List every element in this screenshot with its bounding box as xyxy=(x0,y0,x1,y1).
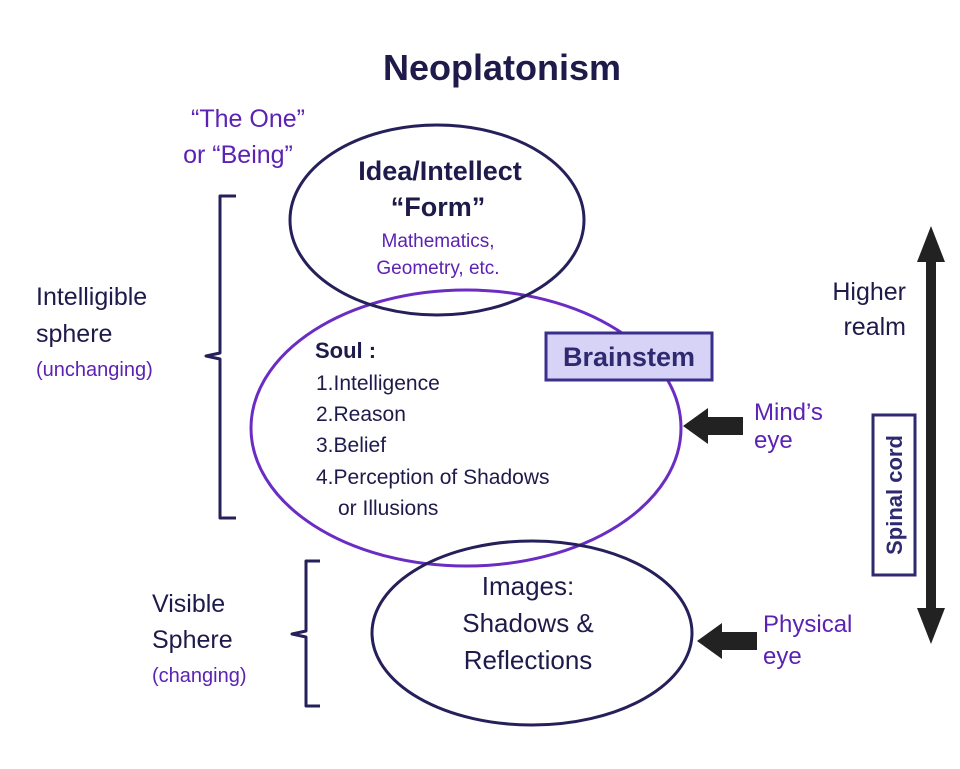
brainstem-label: Brainstem xyxy=(563,342,695,372)
minds-eye-line1: Mind’s xyxy=(754,399,823,426)
images-ellipse xyxy=(370,539,694,727)
images-heading: Images: xyxy=(482,571,575,601)
spinal-cord-label: Spinal cord xyxy=(882,435,907,555)
visible-label-line3: (changing) xyxy=(152,665,247,687)
higher-realm-line2: realm xyxy=(843,313,906,341)
form-heading: “Form” xyxy=(391,192,486,222)
minds-eye-line2: eye xyxy=(754,427,793,454)
the-one-label-line1: “The One” xyxy=(191,105,305,133)
diagram-title: Neoplatonism xyxy=(383,47,621,88)
visible-bracket xyxy=(290,559,320,708)
the-one-label-line2: or “Being” xyxy=(183,141,293,169)
soul-item-illusions: or Illusions xyxy=(338,497,438,520)
mathematics-text: Mathematics, xyxy=(382,231,495,252)
idea-intellect-heading: Idea/Intellect xyxy=(358,156,522,186)
intelligible-label-line3: (unchanging) xyxy=(36,359,153,381)
physical-eye-line2: eye xyxy=(763,643,802,670)
reflections-text: Reflections xyxy=(464,645,593,675)
brainstem-box xyxy=(544,331,714,382)
higher-realm-line1: Higher xyxy=(832,278,906,306)
vertical-double-arrow xyxy=(917,226,945,644)
geometry-text: Geometry, etc. xyxy=(376,258,499,279)
physical-eye-arrow-icon xyxy=(697,623,757,659)
visible-label-line1: Visible xyxy=(152,590,225,618)
shadows-text: Shadows & xyxy=(462,608,594,638)
soul-ellipse xyxy=(249,288,683,568)
soul-item-intelligence: 1.Intelligence xyxy=(316,372,440,395)
intelligible-label-line2: sphere xyxy=(36,320,112,348)
soul-item-belief: 3.Belief xyxy=(316,434,386,457)
spinal-cord-box xyxy=(871,413,917,577)
idea-intellect-ellipse xyxy=(288,123,586,317)
soul-item-perception: 4.Perception of Shadows xyxy=(316,466,549,489)
physical-eye-line1: Physical xyxy=(763,611,852,638)
soul-heading: Soul : xyxy=(315,338,376,363)
intelligible-bracket xyxy=(204,194,236,520)
visible-label-line2: Sphere xyxy=(152,626,233,654)
soul-item-reason: 2.Reason xyxy=(316,403,406,426)
minds-eye-arrow-icon xyxy=(683,408,743,444)
intelligible-label-line1: Intelligible xyxy=(36,283,147,311)
